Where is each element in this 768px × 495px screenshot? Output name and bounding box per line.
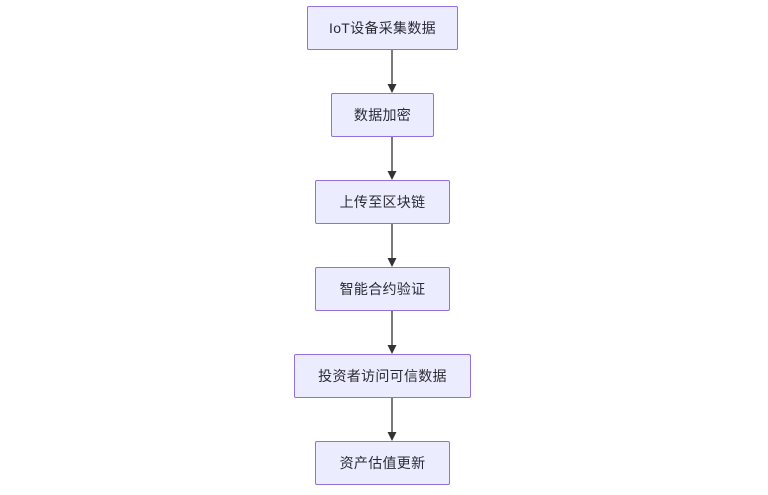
flow-node-label: IoT设备采集数据: [329, 20, 436, 36]
arrowhead-icon: [387, 258, 397, 267]
flow-node-label: 投资者访问可信数据: [318, 368, 447, 384]
flow-node-iot-data-collection[interactable]: IoT设备采集数据: [307, 6, 458, 50]
flow-node-investor-access-trusted-data[interactable]: 投资者访问可信数据: [294, 354, 471, 398]
flow-node-label: 智能合约验证: [339, 281, 426, 297]
arrowhead-icon: [387, 345, 397, 354]
flow-node-smart-contract-verification[interactable]: 智能合约验证: [315, 267, 450, 311]
flow-node-asset-valuation-update[interactable]: 资产估值更新: [315, 441, 450, 485]
flow-node-upload-to-blockchain[interactable]: 上传至区块链: [315, 180, 450, 224]
flow-node-label: 上传至区块链: [339, 194, 426, 210]
arrowhead-icon: [387, 432, 397, 441]
arrowhead-icon: [387, 171, 397, 180]
flow-node-data-encryption[interactable]: 数据加密: [331, 93, 434, 137]
flow-node-label: 数据加密: [353, 107, 412, 123]
arrowhead-icon: [387, 84, 397, 93]
flow-node-label: 资产估值更新: [339, 455, 426, 471]
